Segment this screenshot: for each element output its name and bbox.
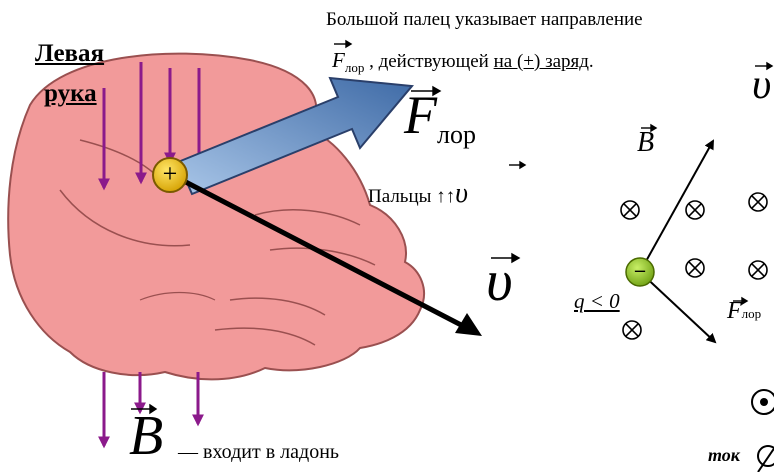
lorentz-force-arrow: [176, 76, 414, 196]
negative-charge: [625, 257, 655, 287]
rule-line-2-end: .: [588, 51, 594, 72]
force-label-symbol: F: [404, 85, 437, 145]
negative-charge-diagram: [620, 139, 774, 472]
right-force-symbol: F: [727, 298, 742, 324]
right-force-subscript: лор: [741, 306, 762, 321]
rule-line-1: Большой палец указывает направление: [326, 9, 643, 30]
cross-symbol: [622, 320, 642, 340]
vector-accents: [131, 39, 774, 415]
cross-symbol: [748, 260, 768, 280]
right-v-label: υ: [752, 62, 772, 108]
force-symbol-inline: F: [332, 48, 345, 72]
negative-charge-sign: –: [635, 259, 645, 281]
force-subscript-inline: лор: [344, 59, 365, 75]
field-b-symbol: B: [129, 405, 164, 467]
fingers-label-text: Пальцы ↑↑: [368, 186, 456, 207]
fingers-label: Пальцы ↑↑υ: [368, 178, 468, 210]
rule-line-2-underlined: на (+) заряд: [493, 51, 589, 72]
current-label: ток: [708, 445, 740, 465]
positive-charge: [152, 157, 188, 193]
field-b-label: — входит в ладонь: [178, 441, 340, 463]
right-force-arrow: [639, 271, 717, 344]
current-symbol: [757, 445, 774, 472]
hand-title-line-1: Левая: [35, 40, 105, 67]
force-label: Fлор: [404, 88, 476, 148]
fingers-v-symbol: υ: [455, 178, 469, 209]
right-velocity-arrow: [639, 139, 714, 273]
positive-charge-sign: +: [162, 159, 178, 188]
cross-symbol: [620, 200, 640, 220]
cross-symbol: [748, 192, 768, 212]
field-into-page-symbols: [620, 192, 768, 340]
rule-line-2: Fлор , действующей на (+) заряд.: [332, 48, 594, 76]
cross-symbol: [685, 200, 705, 220]
right-force-label: Fлор: [727, 299, 761, 323]
hand-title-line-2: рука: [44, 80, 97, 107]
force-label-subscript: лор: [437, 120, 476, 149]
field-out-of-page-symbol: [751, 389, 774, 415]
velocity-arrow: [176, 175, 467, 330]
charge-condition: q < 0: [574, 289, 620, 313]
velocity-label: υ: [486, 248, 513, 313]
right-b-label: B: [637, 127, 655, 158]
rule-line-2-middle: , действующей: [364, 51, 494, 72]
velocity-arrowhead: [455, 313, 482, 336]
cross-symbol: [685, 258, 705, 278]
